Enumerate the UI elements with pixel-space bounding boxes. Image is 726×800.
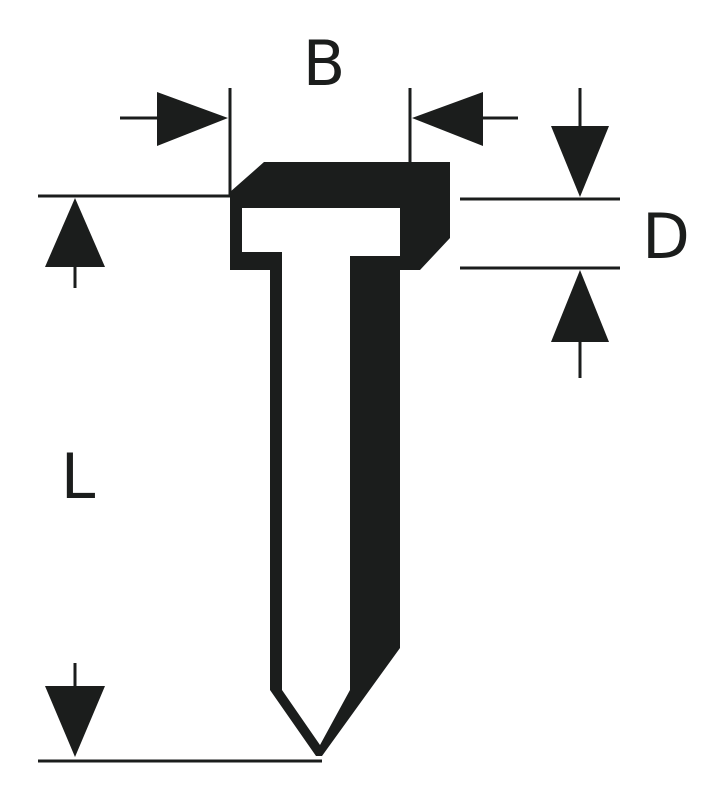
arrow-b-left-icon <box>157 92 228 146</box>
dimension-label-l: L <box>61 440 96 513</box>
arrow-b-right-icon <box>412 92 483 146</box>
arrow-d-top-icon <box>551 126 609 197</box>
arrow-l-top-icon <box>45 198 105 267</box>
nail-outline-icon <box>230 162 450 756</box>
dimension-label-b: B <box>303 27 346 100</box>
arrow-d-bottom-icon <box>551 270 609 342</box>
dimension-label-d: D <box>642 200 690 273</box>
arrow-l-bottom-icon <box>45 686 105 757</box>
